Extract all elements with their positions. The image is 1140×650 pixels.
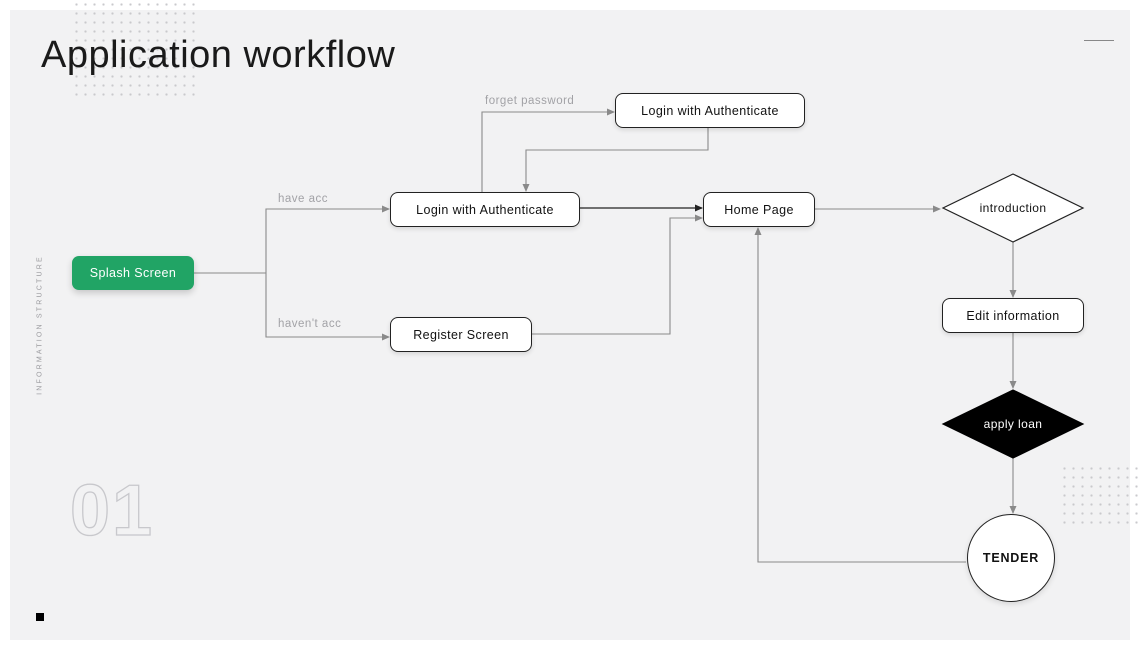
- edge-havent-acc: [265, 273, 390, 341]
- node-home-page[interactable]: Home Page: [703, 192, 815, 227]
- edge-label-havent-acc: haven't acc: [278, 318, 342, 330]
- node-splash-screen[interactable]: Splash Screen: [72, 256, 194, 290]
- node-login-authenticate[interactable]: Login with Authenticate: [390, 192, 580, 227]
- decision-apply-loan-label: apply loan: [983, 417, 1043, 431]
- square-marker-icon: [36, 613, 44, 621]
- dot-pattern-right: [1060, 464, 1140, 528]
- edge-register-home: [532, 214, 703, 335]
- decision-apply-loan[interactable]: [941, 389, 1085, 459]
- edge-tender-home: [754, 227, 966, 563]
- node-edit-information[interactable]: Edit information: [942, 298, 1084, 333]
- page-number: 01: [69, 470, 155, 551]
- edge-have-acc: [265, 205, 390, 273]
- node-tender[interactable]: TENDER: [967, 514, 1055, 602]
- edge-label-have-acc: have acc: [278, 193, 329, 205]
- dot-pattern-top: [72, 0, 200, 98]
- node-login-authenticate-reset[interactable]: Login with Authenticate: [615, 93, 805, 128]
- node-register-screen[interactable]: Register Screen: [390, 317, 532, 352]
- menu-dash-icon: [1084, 40, 1114, 41]
- decision-introduction-label: introduction: [979, 201, 1047, 215]
- edge-forget-password: [481, 108, 615, 192]
- edge-label-forget-password: forget password: [485, 95, 575, 107]
- page-title: Application workflow: [41, 34, 396, 76]
- edge-auth-return: [522, 128, 709, 192]
- decision-introduction[interactable]: [941, 173, 1085, 243]
